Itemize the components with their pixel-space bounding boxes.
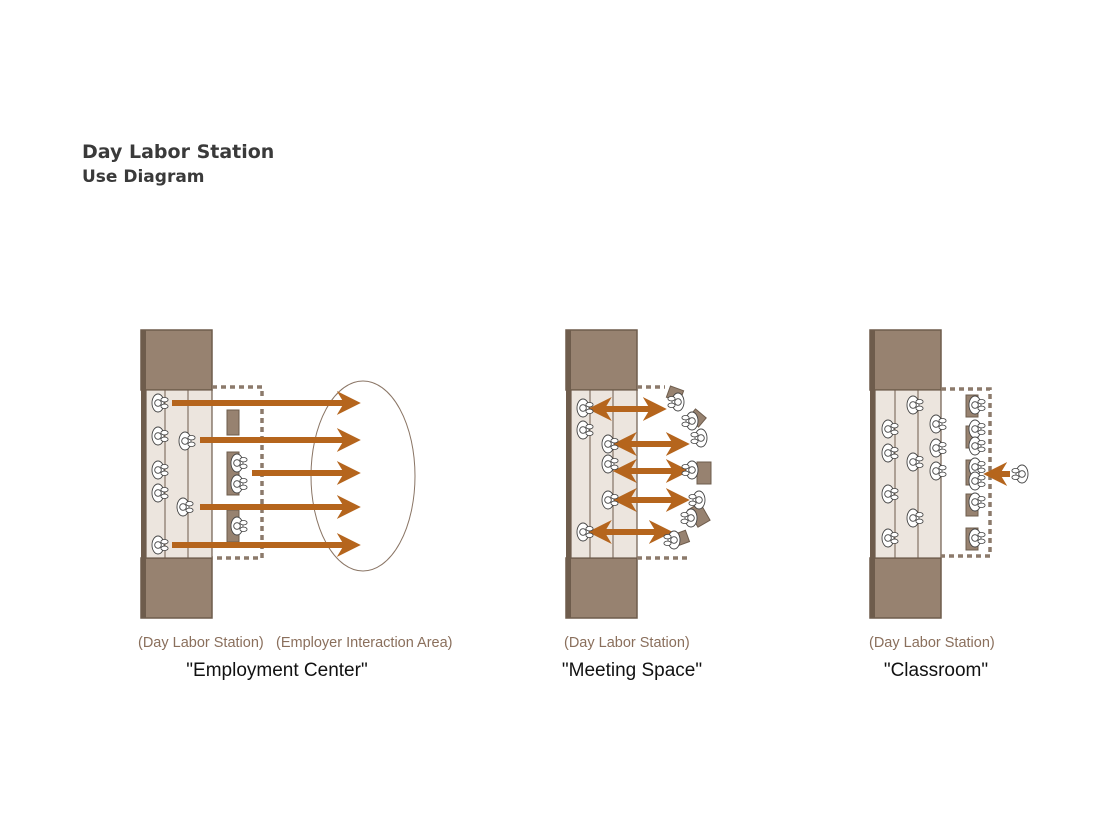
station-wall-back bbox=[870, 330, 875, 618]
person-icon bbox=[663, 530, 681, 550]
person-icon bbox=[929, 414, 947, 434]
person-icon bbox=[230, 516, 248, 536]
person-icon bbox=[688, 490, 706, 510]
person-icon bbox=[929, 438, 947, 458]
panel-meeting-space: (Day Labor Station) "Meeting Space" bbox=[562, 329, 712, 681]
station-wall-top bbox=[565, 329, 638, 391]
person-icon bbox=[681, 460, 699, 480]
station-wall-back bbox=[141, 330, 146, 618]
person-icon bbox=[680, 508, 698, 528]
caption-day-labor-station: (Day Labor Station) bbox=[869, 635, 995, 651]
panel-classroom: (Day Labor Station) "Classroom" bbox=[869, 329, 1029, 681]
station-wall-bottom bbox=[869, 557, 942, 619]
caption-day-labor-station: (Day Labor Station) bbox=[564, 635, 690, 651]
station-wall-back bbox=[566, 330, 571, 618]
page-subtitle: Use Diagram bbox=[82, 167, 205, 187]
panel-label-employment-center: "Employment Center" bbox=[186, 660, 367, 681]
person-icon bbox=[681, 411, 699, 431]
station-wall-top bbox=[869, 329, 942, 391]
panel-label-meeting-space: "Meeting Space" bbox=[562, 660, 702, 681]
caption-day-labor-station: (Day Labor Station) bbox=[138, 635, 264, 651]
page-title: Day Labor Station bbox=[82, 141, 275, 163]
person-icon bbox=[968, 492, 986, 512]
person-icon bbox=[968, 419, 986, 439]
caption-employer-interaction-area: (Employer Interaction Area) bbox=[276, 635, 453, 651]
seat bbox=[696, 461, 712, 485]
person-icon bbox=[690, 428, 708, 448]
person-icon bbox=[968, 471, 986, 491]
station-wall-top bbox=[140, 329, 213, 391]
station-wall-bottom bbox=[565, 557, 638, 619]
panel-employment-center: (Day Labor Station) (Employer Interactio… bbox=[138, 329, 453, 681]
person-icon bbox=[968, 395, 986, 415]
station-wall-bottom bbox=[140, 557, 213, 619]
kiosk bbox=[226, 409, 240, 436]
person-icon bbox=[230, 453, 248, 473]
teacher-person-icon bbox=[1011, 464, 1029, 484]
person-icon bbox=[929, 461, 947, 481]
person-icon bbox=[968, 436, 986, 456]
person-icon bbox=[230, 474, 248, 494]
person-icon bbox=[968, 528, 986, 548]
meeting-boundary-dashed bbox=[637, 385, 690, 560]
panel-label-classroom: "Classroom" bbox=[884, 660, 988, 681]
